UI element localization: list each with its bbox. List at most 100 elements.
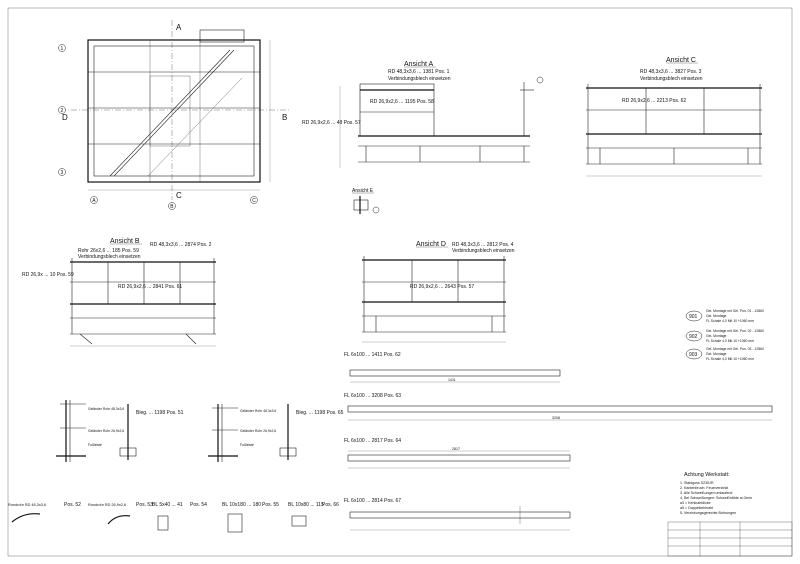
view-c-note-top: RD 48,3x3,6 ... 3827 Pos. 3: [640, 69, 702, 75]
view-b-sub: Verbindungsblech einsetzen: [78, 254, 141, 260]
workshop-notes-title: Achtung Werkstatt:: [684, 472, 729, 478]
col-bubble-a: [90, 196, 98, 204]
weld-903-id: 903: [689, 352, 698, 358]
plan-view: A C D B 1 2 3 A B C: [58, 20, 290, 210]
detail-51-note2: Geländer Rohr 26,9x2,6: [88, 429, 124, 433]
part-53-pos: Pos. 53: [136, 502, 153, 508]
profile-62-label: FL 6x100 ... 1411 Pos. 62: [344, 352, 401, 358]
view-e-title: Ansicht E: [352, 188, 374, 194]
part-55: BL 10x180 ... 180 Pos. 55: [222, 502, 279, 533]
view-b: Ansicht B RD 48,3x3,6 ... 2874 Pos. 2 Ro…: [22, 238, 216, 347]
weld-903-line2: Gel. Montage: [706, 352, 726, 356]
view-a-note-mid: RD 26,9x2,6 ... 1195 Pos. 58: [370, 99, 434, 105]
view-a-note-left: RD 26,9x2,6 ... 48 Pos. 57: [302, 120, 361, 126]
workshop-note-3: 3. Alle Schweißungen umlaufend: [680, 491, 732, 495]
weld-903: 903 Gel. Montage mit Gel. Pos. 03 - 1286…: [685, 347, 764, 361]
col-bubble-b: [168, 202, 176, 210]
workshop-note-4: 4. Bei Schweißungen: Schweißnähte a=3mm: [680, 496, 752, 500]
profile-67: FL 6x100 ... 2814 Pos. 67: [344, 498, 571, 531]
weld-901-line1: Gel. Montage mit Gel. Pos. 01 - 12860: [706, 309, 764, 313]
part-54-pos: Pos. 54: [190, 502, 207, 508]
part-55-label: BL 10x180 ... 180: [222, 502, 261, 508]
view-a-sub: Verbindungsblech einsetzen: [388, 76, 451, 82]
view-b-note-mid: RD 26,9x2,6 ... 2841 Pos. 61: [118, 284, 182, 290]
col-marker-a: A: [92, 198, 96, 204]
view-b-title: Ansicht B: [110, 238, 140, 245]
weld-901: 901 Gel. Montage mit Gel. Pos. 01 - 1286…: [685, 309, 764, 323]
profile-63-label: FL 6x100 ... 3208 Pos. 63: [344, 393, 401, 399]
view-d-title: Ansicht D: [416, 241, 446, 248]
section-marker-top: A: [176, 23, 182, 32]
part-55-pos: Pos. 55: [262, 502, 279, 508]
weld-902-line3: FL Schale 4,0 Mit 10 +1060 mm: [706, 339, 754, 343]
col-bubble-c: [250, 196, 258, 204]
weld-902-id: 902: [689, 334, 698, 340]
row-bubble-2: [58, 106, 66, 114]
workshop-note-2: 2. Kantenbruch: Feuerverzinkt: [680, 486, 728, 490]
view-d-sub: Verbindungsblech einsetzen: [452, 248, 515, 254]
part-53: Rundrohr RD 26,9x2,6 Pos. 53: [88, 502, 153, 525]
view-b-note-left: Rohr 26x2,6 ... 185 Pos. 59: [78, 248, 139, 254]
weld-901-line3: FL Schale 4,0 Mit 10 +1060 mm: [706, 319, 754, 323]
workshop-note-5: a3 = Kehlnahtdicke: [680, 501, 711, 505]
row-bubble-1: [58, 44, 66, 52]
workshop-note-6: a5 = Doppelkehlnaht: [680, 506, 713, 510]
workshop-notes: Achtung Werkstatt: 1. Stahlguss S235JR 2…: [680, 472, 752, 515]
view-c-note-mid: RD 26,9x2,6 ... 2213 Pos. 62: [622, 98, 686, 104]
profile-64-dim: 2817: [452, 447, 460, 451]
detail-65-label: Bieg. ... 1198 Pos. 65: [296, 410, 344, 416]
weld-902: 902 Gel. Montage mit Gel. Pos. 02 - 1286…: [685, 329, 764, 343]
detail-51: Geländer Rohr 48,3x3,6 Geländer Rohr 26,…: [56, 400, 184, 462]
section-marker-bottom: C: [176, 191, 182, 200]
view-a: Ansicht A RD 48,3x3,6 ... 1381 Pos. 1 Ve…: [302, 61, 544, 168]
section-marker-right: B: [282, 113, 287, 122]
detail-65: Geländer Rohr 48,3x3,6 Geländer Rohr 26,…: [208, 404, 344, 462]
weld-902-line2: Gel. Montage: [706, 334, 726, 338]
part-53-label: Rundrohr RD 26,9x2,6: [88, 503, 126, 507]
weld-903-line1: Gel. Montage mit Gel. Pos. 03 - 12860: [706, 347, 764, 351]
view-d: Ansicht D RD 48,3x3,6 ... 2812 Pos. 4 Ve…: [362, 241, 515, 343]
workshop-note-1: 1. Stahlguss S235JR: [680, 481, 714, 485]
row-marker-2: 2: [61, 108, 64, 114]
profile-63: FL 6x100 ... 3208 Pos. 63 3208: [344, 393, 773, 421]
workshop-note-7: 5. Verzinkungsgerechte Bohrungen: [680, 511, 736, 515]
row-marker-1: 1: [61, 46, 64, 52]
col-marker-b: B: [170, 204, 174, 210]
row-bubble-3: [58, 168, 66, 176]
view-e: Ansicht E: [352, 188, 380, 214]
part-52: Rundrohr RD 48,3x3,6 Pos. 52: [8, 502, 81, 523]
profile-64: FL 6x100 ... 2817 Pos. 64 2817: [344, 438, 571, 469]
profile-67-label: FL 6x100 ... 2814 Pos. 67: [344, 498, 401, 504]
row-marker-3: 3: [61, 170, 64, 176]
view-a-title: Ansicht A: [404, 61, 434, 68]
view-b-note-far: RD 26,9x ... 10 Pos. 59: [22, 272, 74, 278]
section-marker-left: D: [62, 113, 68, 122]
part-54: BL 5x40 ... 41 Pos. 54: [152, 502, 207, 531]
part-54-label: BL 5x40 ... 41: [152, 502, 183, 508]
view-c: Ansicht C RD 48,3x3,6 ... 3827 Pos. 3 Ve…: [586, 57, 762, 177]
part-52-label: Rundrohr RD 48,3x3,6: [8, 503, 46, 507]
part-66-label: BL 10x80 ... 115: [288, 502, 324, 508]
view-c-sub: Verbindungsblech einsetzen: [640, 76, 703, 82]
detail-65-note1: Geländer Rohr 48,3x3,6: [240, 409, 276, 413]
weld-903-line3: FL Schale 4,0 Mit 10 +1060 mm: [706, 357, 754, 361]
detail-65-note2: Geländer Rohr 26,9x2,6: [240, 429, 276, 433]
part-66: BL 10x80 ... 115 Pos. 66: [288, 502, 339, 527]
title-block: [667, 521, 793, 557]
view-c-title: Ansicht C: [666, 57, 696, 64]
detail-65-note3: Fußleiste: [240, 443, 254, 447]
weld-legend: 901 Gel. Montage mit Gel. Pos. 01 - 1286…: [685, 309, 764, 361]
view-d-note-mid: RD 26,9x2,6 ... 2643 Pos. 57: [410, 284, 474, 290]
weld-901-id: 901: [689, 314, 698, 320]
weld-902-line1: Gel. Montage mit Gel. Pos. 02 - 12860: [706, 329, 764, 333]
view-a-note-top: RD 48,3x3,6 ... 1381 Pos. 1: [388, 69, 450, 75]
profile-62: FL 6x100 ... 1411 Pos. 62 1411: [344, 352, 561, 383]
profile-64-label: FL 6x100 ... 2817 Pos. 64: [344, 438, 401, 444]
col-marker-c: C: [252, 198, 256, 204]
detail-51-note1: Geländer Rohr 48,3x3,6: [88, 407, 124, 411]
weld-901-line2: Gel. Montage: [706, 314, 726, 318]
profile-62-dim: 1411: [448, 378, 456, 382]
detail-51-note3: Fußleiste: [88, 443, 102, 447]
detail-51-label: Bieg. ... 1198 Pos. 51: [136, 410, 184, 416]
view-d-note-top: RD 48,3x3,6 ... 2812 Pos. 4: [452, 242, 514, 248]
